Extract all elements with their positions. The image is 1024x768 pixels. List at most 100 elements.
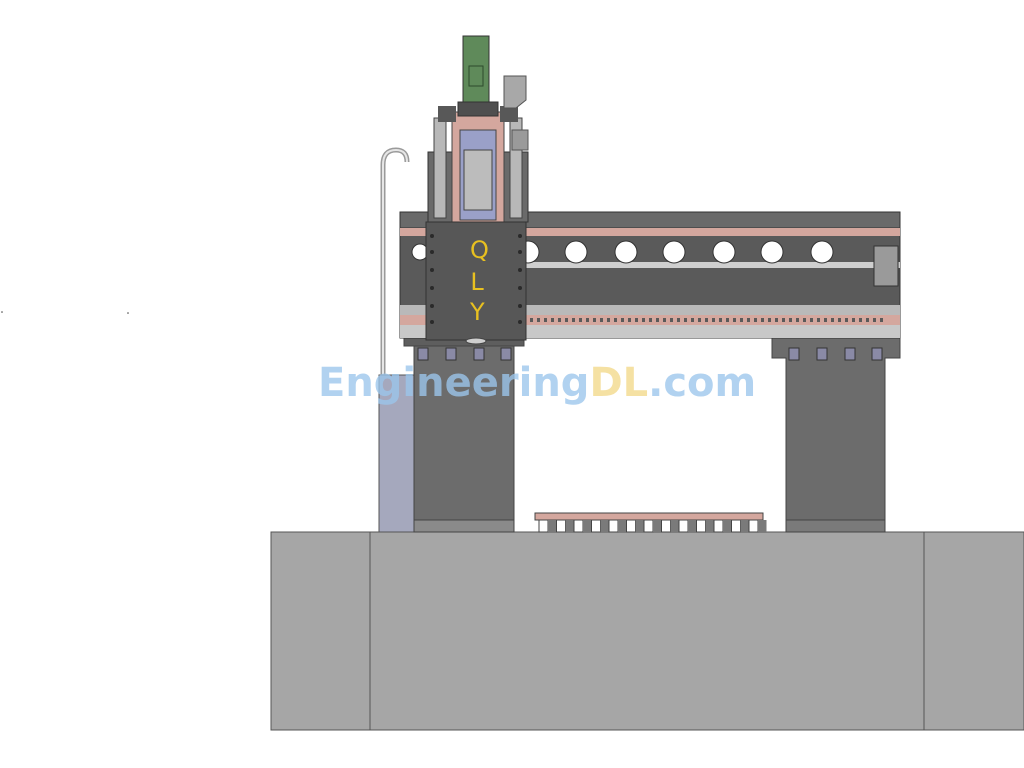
watermark-part: .com: [648, 360, 757, 406]
rack-tooth: [642, 318, 645, 322]
column-square: [816, 347, 828, 361]
fixture-slot: [661, 519, 671, 533]
rack-tooth: [635, 318, 638, 322]
rack-tooth: [845, 318, 848, 322]
rack-tooth: [740, 318, 743, 322]
column-square-markers: [417, 347, 883, 361]
rack-tooth: [691, 318, 694, 322]
plate-bolt: [518, 234, 522, 238]
plate-bolt: [518, 268, 522, 272]
plate-bolt: [518, 250, 522, 254]
plate-bolt: [518, 286, 522, 290]
column-square: [445, 347, 457, 361]
rack-tooth: [754, 318, 757, 322]
rack-tooth: [733, 318, 736, 322]
right-column: [771, 337, 901, 533]
fixture-slot: [626, 519, 636, 533]
rack-teeth: [530, 318, 883, 322]
rack-tooth: [621, 318, 624, 322]
fixture-post: [548, 520, 557, 532]
rack-tooth: [614, 318, 617, 322]
rack-tooth: [593, 318, 596, 322]
watermark: EngineeringDL.com: [318, 360, 756, 406]
column-square: [788, 347, 800, 361]
watermark-part: Engineering: [318, 360, 590, 406]
rack-tooth: [803, 318, 806, 322]
fixture-slot: [643, 519, 654, 533]
plate-bolt: [518, 320, 522, 324]
fixture-slot: [731, 519, 741, 533]
plate-bolt: [430, 234, 434, 238]
fixture-post: [723, 520, 732, 532]
rack-tooth: [761, 318, 764, 322]
fixture-slot: [538, 519, 549, 533]
rack-tooth: [824, 318, 827, 322]
fixture-post: [670, 520, 679, 532]
rack-tooth: [705, 318, 708, 322]
rack-tooth: [663, 318, 666, 322]
column-square: [417, 347, 429, 361]
beam-hole: [662, 240, 686, 264]
fixture-post: [705, 520, 714, 532]
beam-hole: [614, 240, 638, 264]
rack-tooth: [712, 318, 715, 322]
rack-tooth: [586, 318, 589, 322]
rack-tooth: [817, 318, 820, 322]
column-square: [844, 347, 856, 361]
rack-tooth: [782, 318, 785, 322]
rack-tooth: [831, 318, 834, 322]
rack-tooth: [698, 318, 701, 322]
beam-hole: [564, 240, 588, 264]
rack-tooth: [873, 318, 876, 322]
rack-tooth: [726, 318, 729, 322]
cable-pipe: [380, 147, 410, 446]
stray-dot: [1, 311, 3, 313]
fixture-slot: [696, 519, 706, 533]
fixture-post: [740, 520, 749, 532]
column-square: [871, 347, 883, 361]
rack-tooth: [649, 318, 652, 322]
rack-tooth: [838, 318, 841, 322]
rack-tooth: [544, 318, 547, 322]
rack-tooth: [775, 318, 778, 322]
beam-hole: [712, 240, 736, 264]
fixture-post: [688, 520, 697, 532]
fixture-post: [618, 520, 627, 532]
rack-tooth: [551, 318, 554, 322]
plate-bolt: [518, 304, 522, 308]
fixture-post: [758, 520, 767, 532]
rack-tooth: [747, 318, 750, 322]
rack-tooth: [880, 318, 883, 322]
plate-bolt: [430, 250, 434, 254]
fixture-slot: [608, 519, 619, 533]
rack-tooth: [859, 318, 862, 322]
workpiece-fixture: [534, 512, 764, 521]
fixture-post: [600, 520, 609, 532]
plate-bolt: [430, 268, 434, 272]
rack-tooth: [768, 318, 771, 322]
spindle-tower: [427, 75, 529, 225]
column-square: [473, 347, 485, 361]
fixture-slot: [748, 519, 759, 533]
fixture-slot: [713, 519, 724, 533]
fixture-post: [583, 520, 592, 532]
fixture-post: [635, 520, 644, 532]
fixture-teeth: [538, 519, 767, 533]
rack-tooth: [558, 318, 561, 322]
machine-base: [270, 531, 1024, 731]
rack-tooth: [670, 318, 673, 322]
brand-letter: Y: [470, 298, 485, 326]
fixture-slot: [678, 519, 689, 533]
fixture-post: [565, 520, 574, 532]
rack-tooth: [796, 318, 799, 322]
fixture-slot: [573, 519, 584, 533]
rack-tooth: [719, 318, 722, 322]
spindle-motor: [462, 35, 490, 103]
rack-tooth: [530, 318, 533, 322]
rack-tooth: [600, 318, 603, 322]
rack-tooth: [852, 318, 855, 322]
rack-tooth: [789, 318, 792, 322]
rack-tooth: [537, 318, 540, 322]
plate-bolt: [430, 320, 434, 324]
